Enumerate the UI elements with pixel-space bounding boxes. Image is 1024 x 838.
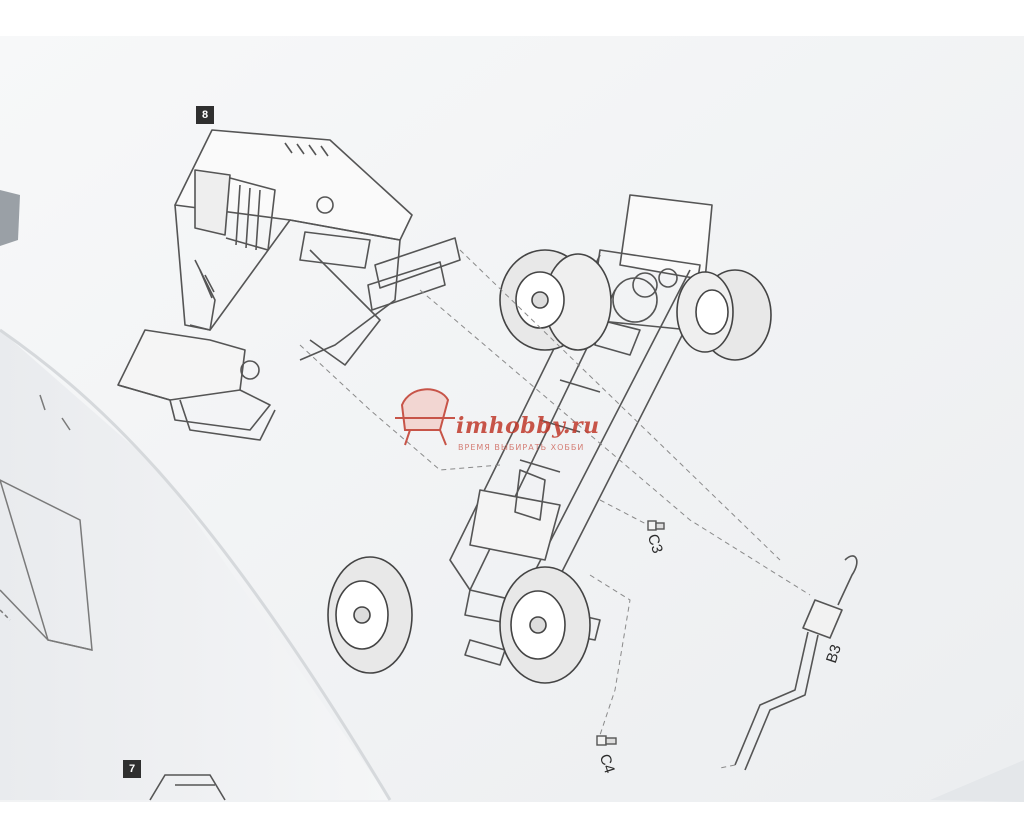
bolt-c4 [596, 735, 617, 746]
rear-right-wheels [676, 269, 772, 361]
step-8-badge: 8 [196, 106, 214, 124]
front-right-wheel [499, 566, 591, 684]
page-tab [0, 190, 20, 246]
assembly-guide-lines [299, 249, 811, 769]
left-page [0, 330, 390, 800]
watermark-brand: imhobby.ru [456, 413, 600, 439]
watermark-tagline: ВРЕМЯ ВЫБИРАТЬ ХОББИ [458, 443, 585, 452]
booklet-corner [930, 760, 1024, 802]
exhaust-pipe-part [734, 555, 858, 771]
rear-left-wheels [499, 249, 612, 351]
page-fold-shadow [0, 328, 392, 801]
front-left-wheel [327, 556, 413, 674]
cab-assembly-drawing [117, 129, 461, 441]
bolt-c3 [647, 520, 665, 531]
step-7-diagram [149, 774, 226, 801]
watermark-logo [395, 388, 455, 446]
step-7-badge: 7 [123, 760, 141, 778]
left-page-diagram [0, 394, 93, 651]
